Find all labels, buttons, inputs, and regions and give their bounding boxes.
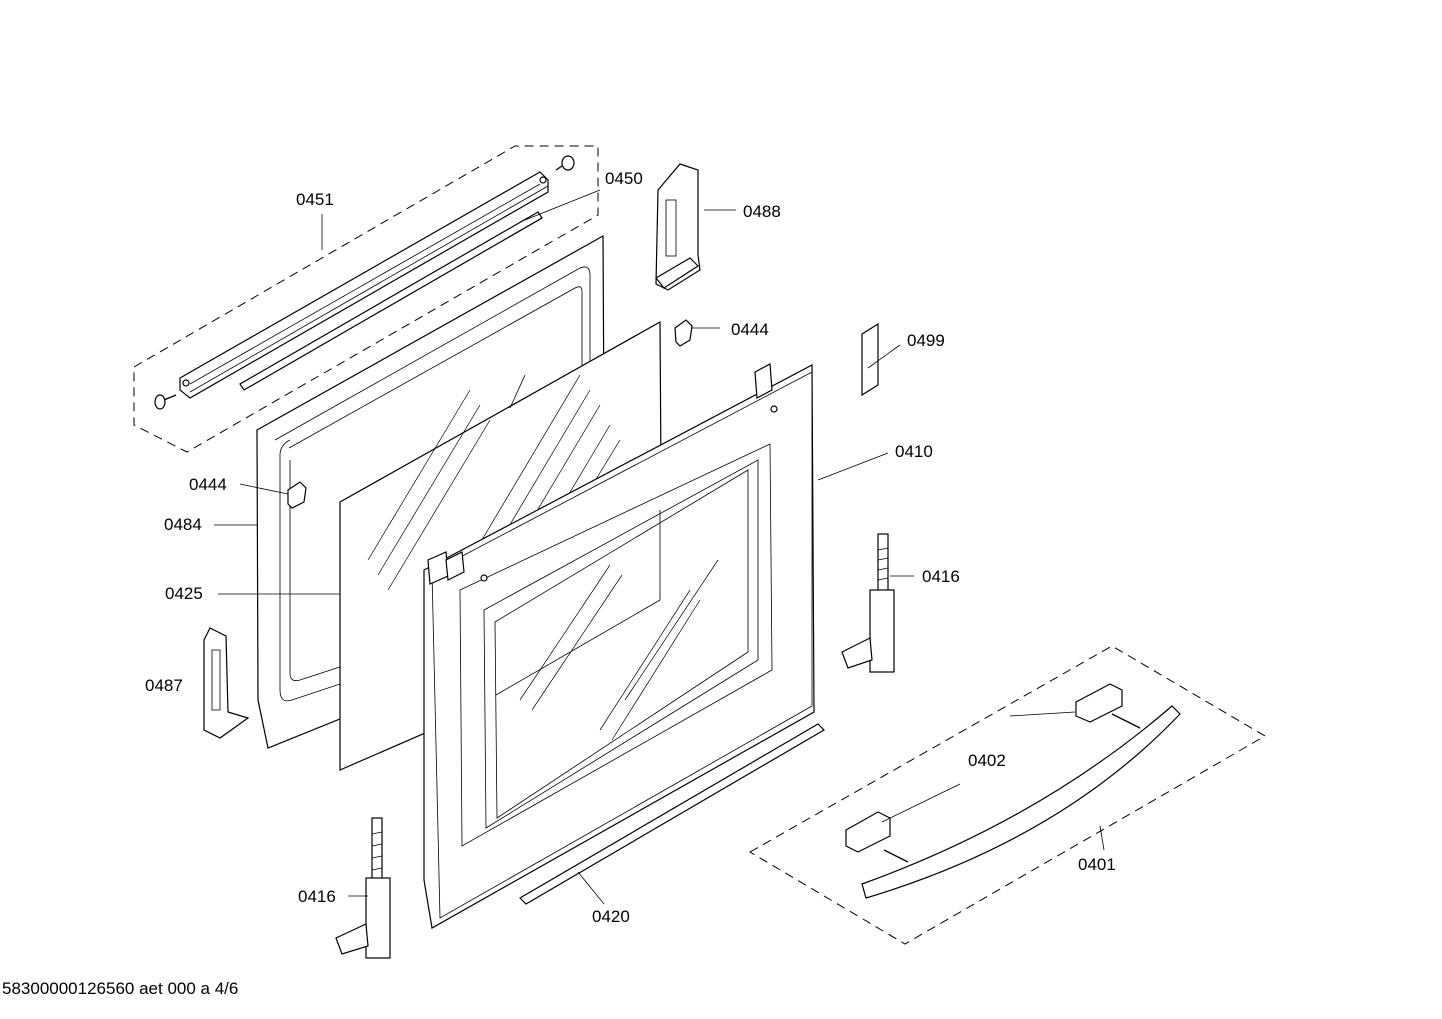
leader-0444-lower bbox=[239, 483, 289, 495]
label-0450: 0450 bbox=[605, 169, 643, 188]
leader-0410 bbox=[817, 452, 889, 481]
screw-right bbox=[555, 155, 575, 171]
part-0420-bottom-strip bbox=[519, 723, 825, 905]
part-0488-side-bracket bbox=[655, 163, 701, 291]
label-0425: 0425 bbox=[165, 584, 203, 603]
label-0416-left: 0416 bbox=[298, 887, 336, 906]
leader-0450 bbox=[519, 189, 601, 223]
part-0499-label bbox=[861, 322, 879, 397]
label-0402: 0402 bbox=[968, 751, 1006, 770]
label-0416-right: 0416 bbox=[922, 567, 960, 586]
label-0484: 0484 bbox=[164, 515, 202, 534]
group-0401-dashed-outline bbox=[749, 645, 1266, 945]
leader-0401 bbox=[1099, 825, 1105, 851]
part-0450-seal-strip bbox=[239, 211, 543, 391]
part-0401-handle bbox=[861, 705, 1181, 899]
group-0451-dashed-outline bbox=[133, 145, 599, 453]
label-0451: 0451 bbox=[296, 190, 334, 209]
label-0444-upper: 0444 bbox=[731, 320, 769, 339]
part-0416-hinge-left bbox=[335, 817, 391, 959]
label-0487: 0487 bbox=[145, 676, 183, 695]
drawing-number-footer: 58300000126560 aet 000 a 4/6 bbox=[2, 979, 239, 998]
leader-0402-lower bbox=[881, 783, 961, 823]
label-0444-lower: 0444 bbox=[189, 475, 227, 494]
label-0410: 0410 bbox=[895, 442, 933, 461]
leader-0402-upper bbox=[1009, 711, 1076, 717]
label-0499: 0499 bbox=[907, 331, 945, 350]
label-0488: 0488 bbox=[743, 202, 781, 221]
leader-0499 bbox=[867, 344, 901, 369]
screw-left bbox=[154, 394, 177, 410]
part-0451-top-rail bbox=[179, 171, 549, 399]
leader-0420 bbox=[577, 871, 605, 905]
part-0444-clip-lower bbox=[287, 481, 307, 509]
label-0401: 0401 bbox=[1078, 855, 1116, 874]
part-0410-outer-door bbox=[423, 363, 815, 929]
part-0444-clip-upper bbox=[674, 319, 693, 347]
part-0402-handle-mount-lower bbox=[845, 811, 909, 863]
part-0487-side-bracket bbox=[203, 627, 250, 739]
part-0402-handle-mount-upper bbox=[1075, 683, 1141, 729]
label-0420: 0420 bbox=[592, 907, 630, 926]
part-0416-hinge-right bbox=[841, 533, 895, 673]
